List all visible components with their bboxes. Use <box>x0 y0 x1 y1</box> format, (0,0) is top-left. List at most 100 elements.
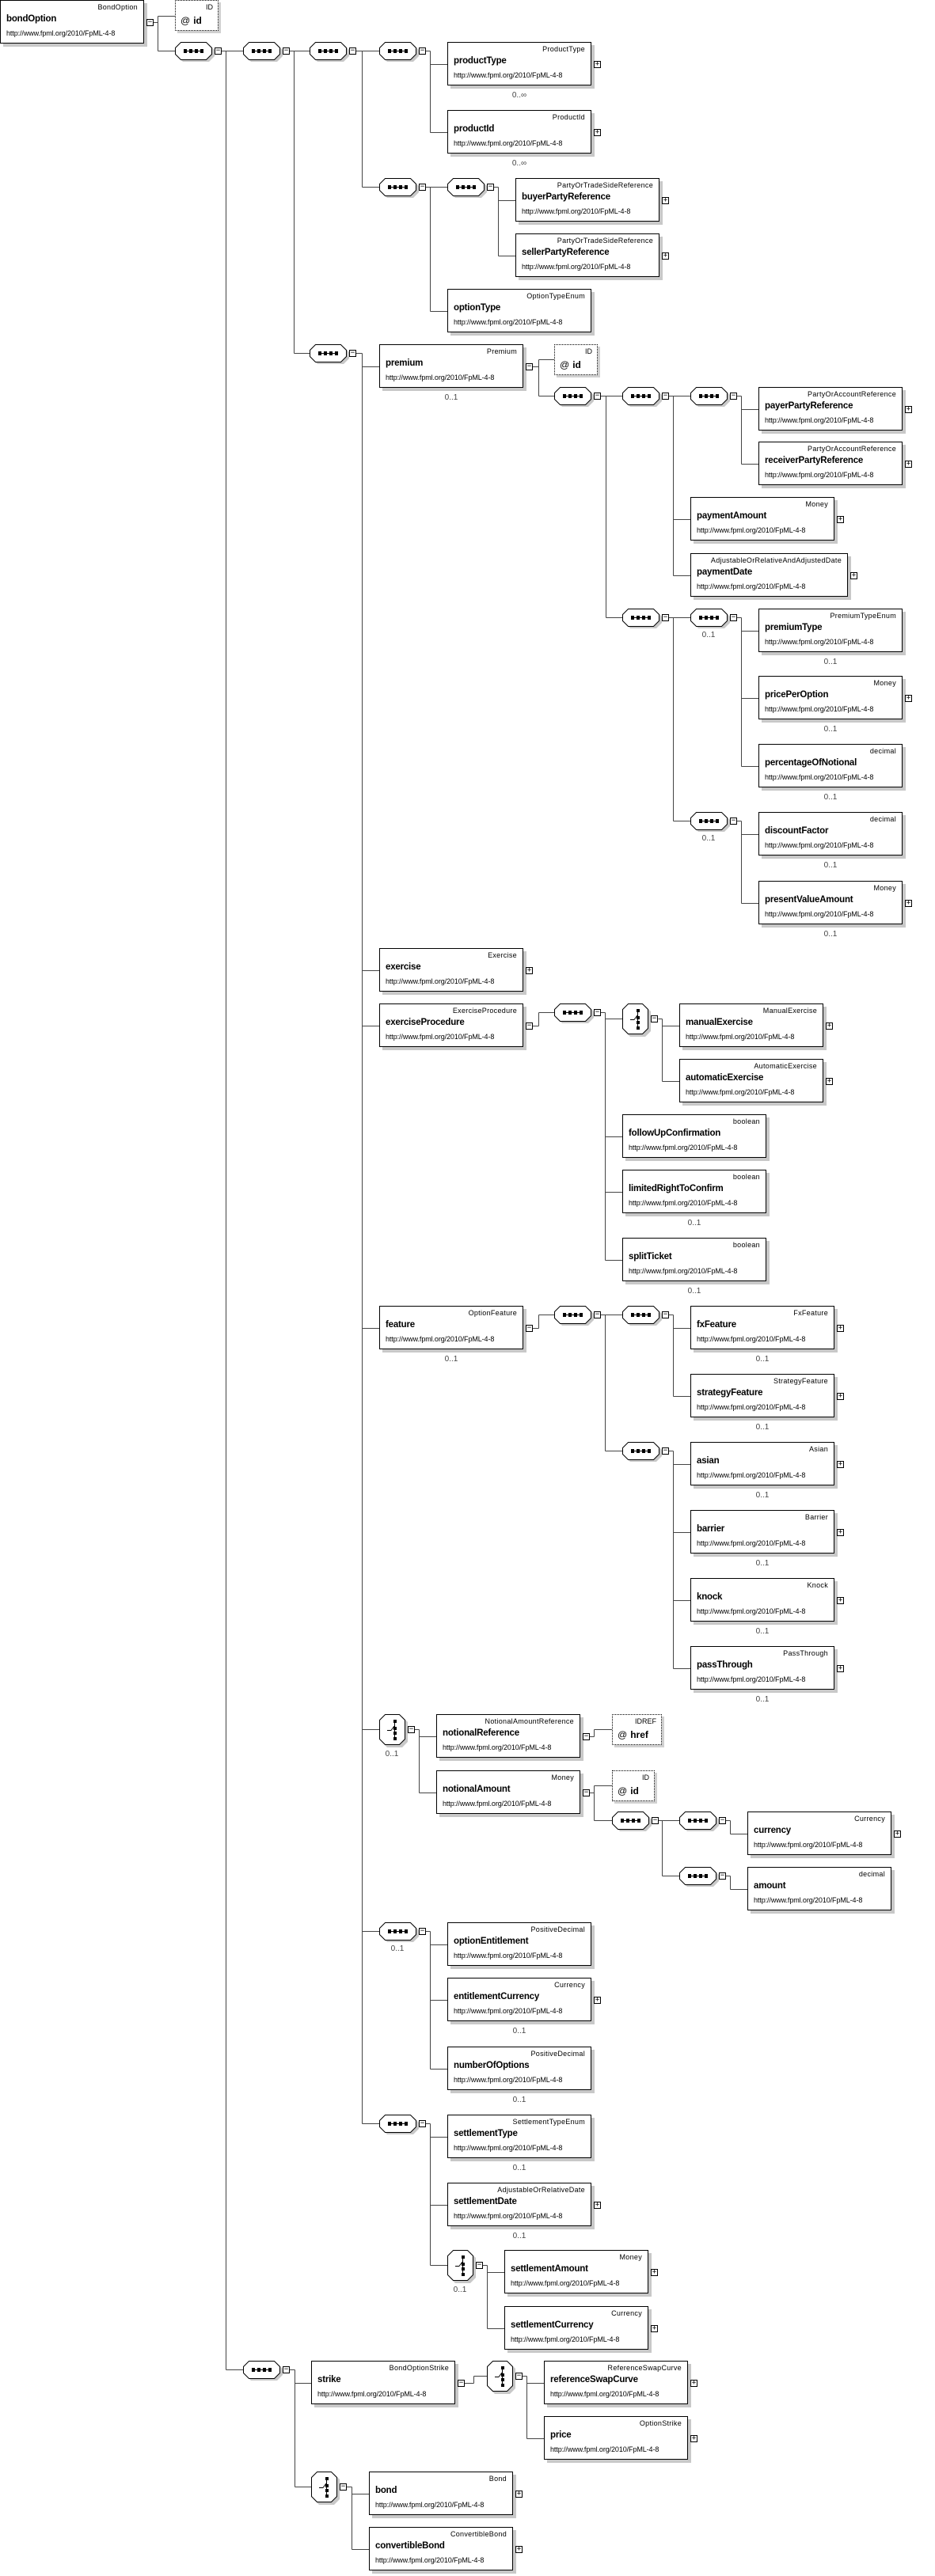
collapse-toggle-icon[interactable]: − <box>652 1816 659 1824</box>
collapse-toggle-icon[interactable]: − <box>487 183 494 191</box>
collapse-toggle-icon[interactable]: − <box>594 392 601 400</box>
expand-toggle-icon[interactable]: + <box>651 2268 658 2276</box>
collapse-toggle-icon[interactable]: − <box>730 392 737 400</box>
collapse-toggle-icon[interactable]: − <box>730 613 737 621</box>
sequence-compositor-seq2[interactable] <box>243 42 284 67</box>
sequence-compositor-seq3[interactable] <box>310 42 351 67</box>
collapse-toggle-icon[interactable]: − <box>215 47 222 55</box>
expand-toggle-icon[interactable]: + <box>594 60 601 68</box>
collapse-toggle-icon[interactable]: − <box>594 1008 601 1016</box>
sequence-compositor-seqN1[interactable] <box>612 1812 653 1837</box>
choice-compositor-choiceBond[interactable] <box>311 2472 341 2510</box>
attribute-rootId[interactable]: ID@id <box>175 0 219 31</box>
collapse-toggle-icon[interactable]: − <box>526 1324 533 1332</box>
collapse-toggle-icon[interactable]: − <box>719 1816 726 1824</box>
collapse-toggle-icon[interactable]: − <box>419 1927 426 1935</box>
sequence-compositor-seqM[interactable] <box>310 344 351 370</box>
collapse-toggle-icon[interactable]: − <box>526 1022 533 1030</box>
collapse-toggle-icon[interactable]: − <box>419 47 426 55</box>
collapse-toggle-icon[interactable]: − <box>283 2365 290 2373</box>
choice-compositor-choiceS[interactable] <box>447 2250 477 2289</box>
collapse-toggle-icon[interactable]: − <box>662 1311 669 1318</box>
expand-toggle-icon[interactable]: + <box>837 1460 844 1468</box>
expand-toggle-icon[interactable]: + <box>662 196 669 204</box>
choice-compositor-choiceN[interactable] <box>379 1714 409 1753</box>
collapse-toggle-icon[interactable]: − <box>349 47 356 55</box>
expand-toggle-icon[interactable]: + <box>826 1077 833 1085</box>
collapse-toggle-icon[interactable]: − <box>515 2372 523 2380</box>
expand-toggle-icon[interactable]: + <box>837 1528 844 1536</box>
expand-toggle-icon[interactable]: + <box>515 2490 523 2498</box>
attribute-premiumId[interactable]: ID@id <box>554 344 598 375</box>
collapse-toggle-icon[interactable]: − <box>419 2119 426 2127</box>
expand-toggle-icon[interactable]: + <box>594 1996 601 2004</box>
attribute-notionalHref[interactable]: IDREF@href <box>612 1714 662 1745</box>
attribute-notionalId[interactable]: ID@id <box>612 1770 655 1801</box>
expand-toggle-icon[interactable]: + <box>515 2545 523 2553</box>
collapse-toggle-icon[interactable]: − <box>719 1872 726 1880</box>
collapse-toggle-icon[interactable]: − <box>476 2261 483 2269</box>
expand-toggle-icon[interactable]: + <box>594 2201 601 2209</box>
collapse-toggle-icon[interactable]: − <box>283 47 290 55</box>
sequence-compositor-seq1[interactable] <box>175 42 216 67</box>
expand-toggle-icon[interactable]: + <box>651 2324 658 2332</box>
expand-toggle-icon[interactable]: + <box>594 128 601 136</box>
expand-toggle-icon[interactable]: + <box>837 1324 844 1332</box>
sequence-compositor-seqS[interactable] <box>379 2115 420 2140</box>
sequence-compositor-seqP1[interactable] <box>554 387 595 412</box>
sequence-compositor-seqN2[interactable] <box>679 1812 720 1837</box>
expand-toggle-icon[interactable]: + <box>905 899 912 907</box>
expand-toggle-icon[interactable]: + <box>837 1392 844 1400</box>
collapse-toggle-icon[interactable]: − <box>146 18 154 26</box>
sequence-compositor-seq5[interactable] <box>379 178 420 203</box>
sequence-compositor-seqF2[interactable] <box>622 1306 663 1331</box>
collapse-toggle-icon[interactable]: − <box>340 2483 347 2491</box>
expand-toggle-icon[interactable]: + <box>837 515 844 523</box>
expand-toggle-icon[interactable]: + <box>837 1664 844 1672</box>
collapse-toggle-icon[interactable]: − <box>662 1447 669 1455</box>
collapse-toggle-icon[interactable]: − <box>583 1789 590 1796</box>
collapse-toggle-icon[interactable]: − <box>662 392 669 400</box>
expand-toggle-icon[interactable]: + <box>905 460 912 468</box>
collapse-toggle-icon[interactable]: − <box>419 183 426 191</box>
collapse-toggle-icon[interactable]: − <box>662 613 669 621</box>
expand-toggle-icon[interactable]: + <box>690 2434 697 2442</box>
sequence-compositor-seqE[interactable] <box>554 1003 595 1029</box>
sequence-compositor-seq6[interactable] <box>447 178 488 203</box>
